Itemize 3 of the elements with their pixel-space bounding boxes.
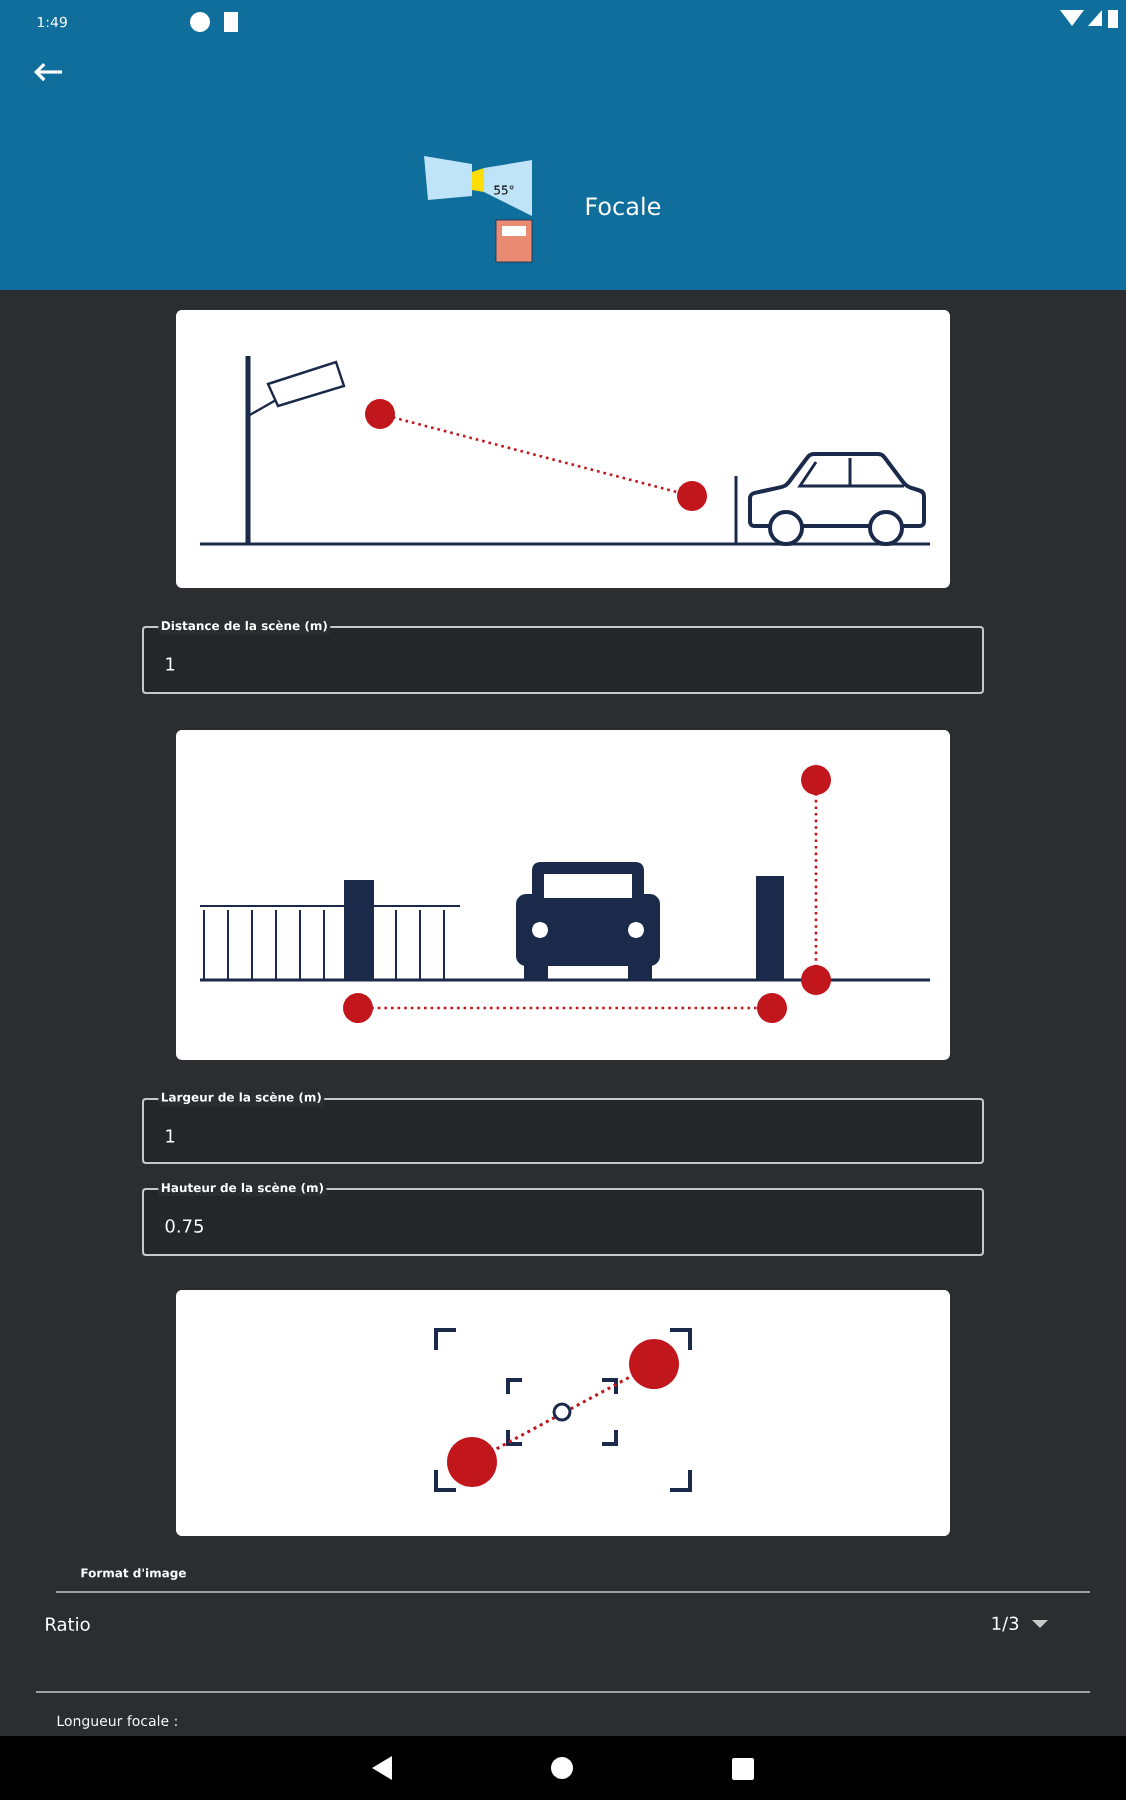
dropdown-value: 1/3 <box>992 1616 1019 1632</box>
dropdown-label: Ratio <box>46 1617 90 1631</box>
screen-title: Focale <box>586 196 661 216</box>
